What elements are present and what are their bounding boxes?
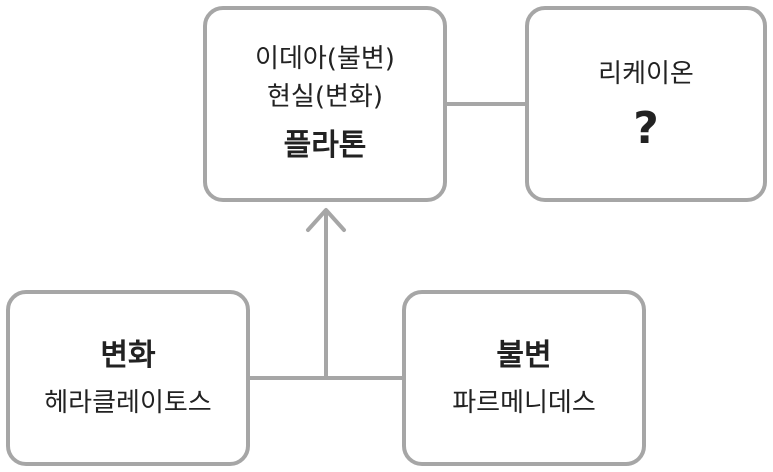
heraclitus-label: 헤라클레이토스	[44, 388, 212, 418]
change-title: 변화	[100, 338, 156, 373]
lichenon-label: 리케이온	[598, 59, 694, 89]
question-mark: ?	[633, 103, 659, 154]
plato-title: 플라톤	[283, 128, 367, 163]
parmenides-label: 파르메니데스	[452, 388, 596, 418]
unchanging-box: 불변 파르메니데스	[402, 290, 646, 466]
unchanging-title: 불변	[496, 338, 552, 373]
plato-idea-line: 이데아(불변)	[255, 44, 395, 74]
plato-reality-line: 현실(변화)	[267, 82, 383, 112]
arrow-up-icon	[306, 208, 346, 232]
plato-box: 이데아(불변) 현실(변화) 플라톤	[203, 6, 447, 202]
lichenon-box: 리케이온 ?	[525, 6, 767, 202]
change-box: 변화 헤라클레이토스	[6, 290, 250, 466]
